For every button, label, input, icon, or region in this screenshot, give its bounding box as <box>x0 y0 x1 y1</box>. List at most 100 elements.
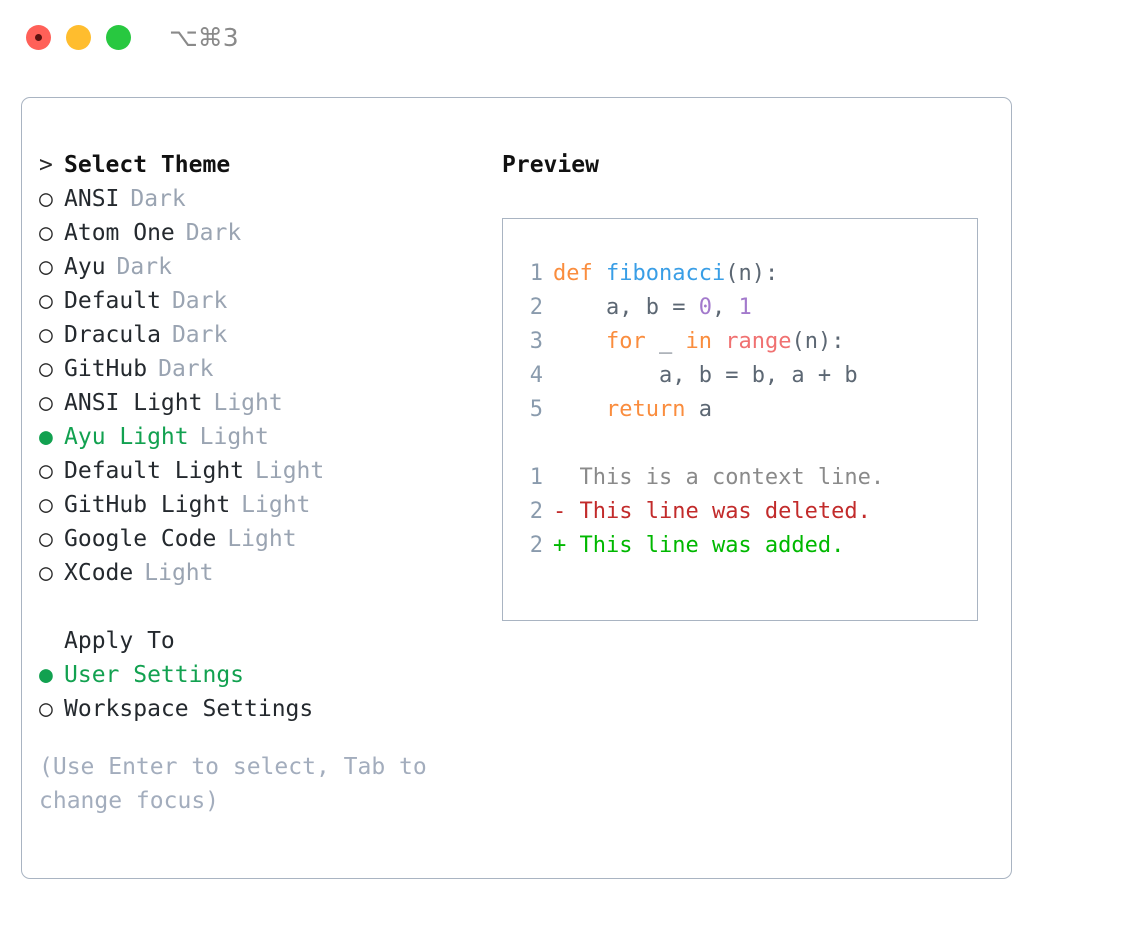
code-token: , <box>711 295 739 320</box>
theme-item-variant: Dark <box>130 186 186 212</box>
theme-item-default[interactable]: ○ Default Dark <box>39 284 469 318</box>
code-token: + <box>817 363 845 388</box>
code-token: def <box>553 261 593 286</box>
code-line-number: 2 <box>529 295 543 320</box>
radio-selected-icon: ● <box>39 662 53 688</box>
code-token: range <box>725 329 792 354</box>
radio-unselected-icon: ○ <box>39 322 53 348</box>
theme-item-ayu-light[interactable]: ● Ayu Light Light <box>39 420 469 454</box>
theme-item-label: Ayu <box>64 254 106 280</box>
radio-unselected-icon: ○ <box>39 186 53 212</box>
theme-item-label: Atom One <box>64 220 175 246</box>
cursor-arrow-icon: > <box>39 152 53 178</box>
zoom-button[interactable] <box>106 25 131 50</box>
radio-unselected-icon: ○ <box>39 288 53 314</box>
code-token: (n): <box>791 329 845 354</box>
diff-line-text: This is a context line. <box>553 461 884 495</box>
select-theme-heading-label: Select Theme <box>64 152 231 178</box>
apply-to-item-label: User Settings <box>64 662 245 688</box>
radio-unselected-icon: ○ <box>39 390 53 416</box>
code-token: 0 <box>698 295 712 320</box>
code-line-number: 5 <box>529 397 543 422</box>
diff-sign <box>553 465 566 490</box>
theme-item-ansi[interactable]: ○ ANSI Dark <box>39 182 469 216</box>
code-token <box>593 261 606 286</box>
theme-item-label: Ayu Light <box>64 424 189 450</box>
code-line: 1 def fibonacci(n): <box>517 257 977 291</box>
apply-to-item-user-settings[interactable]: ● User Settings <box>39 658 469 692</box>
radio-selected-icon: ● <box>39 424 53 450</box>
radio-unselected-icon: ○ <box>39 696 53 722</box>
diff-line-text: + This line was added. <box>553 529 844 563</box>
select-theme-heading: > Select Theme <box>39 148 469 182</box>
theme-item-label: ANSI <box>64 186 120 212</box>
diff-line-number: 2 <box>529 533 543 558</box>
code-token: = <box>725 363 752 388</box>
code-line: 4 a, b = b, a + b <box>517 359 977 393</box>
diff-sample: 1 This is a context line.2- This line wa… <box>517 461 977 563</box>
theme-item-xcode[interactable]: ○ XCode Light <box>39 556 469 590</box>
section-spacer <box>39 590 469 624</box>
preview-title: Preview <box>502 152 599 178</box>
code-line-text: for _ in range(n): <box>553 325 844 359</box>
theme-item-github[interactable]: ○ GitHub Dark <box>39 352 469 386</box>
theme-item-variant: Light <box>144 560 214 586</box>
code-line-text: def fibonacci(n): <box>553 257 778 291</box>
theme-item-variant: Dark <box>171 288 228 314</box>
theme-item-label: XCode <box>64 560 134 586</box>
theme-item-variant: Light <box>199 424 269 450</box>
code-diff-spacer <box>517 427 977 461</box>
radio-unselected-icon: ○ <box>39 220 53 246</box>
code-line-text: a, b = 0, 1 <box>553 291 752 325</box>
code-token: _ <box>645 329 686 354</box>
minimize-button[interactable] <box>66 25 91 50</box>
theme-item-label: Default <box>64 288 161 314</box>
keyboard-hint-text: (Use Enter to select, Tab to change focu… <box>39 754 427 814</box>
radio-unselected-icon: ○ <box>39 560 53 586</box>
theme-item-label: Default Light <box>64 458 245 484</box>
code-token <box>553 329 606 354</box>
keyboard-shortcut-label: ⌥⌘3 <box>169 23 239 52</box>
code-token: b <box>844 363 858 388</box>
theme-item-variant: Dark <box>185 220 242 246</box>
diff-line: 1 This is a context line. <box>517 461 977 495</box>
theme-item-variant: Light <box>255 458 325 484</box>
code-token: (n): <box>725 261 779 286</box>
radio-unselected-icon: ○ <box>39 458 53 484</box>
apply-to-item-label: Workspace Settings <box>64 696 314 722</box>
diff-sign: + <box>553 533 567 558</box>
code-token: = <box>672 295 699 320</box>
theme-item-label: GitHub <box>64 356 148 382</box>
code-token: fibonacci <box>606 261 726 286</box>
theme-item-default-light[interactable]: ○ Default Light Light <box>39 454 469 488</box>
code-token: a <box>685 397 712 422</box>
radio-unselected-icon: ○ <box>39 254 53 280</box>
theme-item-atom-one[interactable]: ○ Atom One Dark <box>39 216 469 250</box>
theme-item-variant: Dark <box>158 356 214 382</box>
diff-content: This line was added. <box>566 533 845 558</box>
theme-item-variant: Dark <box>171 322 228 348</box>
code-line-number: 4 <box>529 363 543 388</box>
code-line-number: 1 <box>529 261 543 286</box>
diff-content: This is a context line. <box>566 465 885 490</box>
apply-to-item-workspace-settings[interactable]: ○ Workspace Settings <box>39 692 469 726</box>
code-token: 1 <box>738 295 752 320</box>
code-token: a, b <box>553 295 673 320</box>
code-token: for <box>605 329 646 354</box>
close-button[interactable] <box>26 25 51 50</box>
code-token: a, b <box>553 363 726 388</box>
theme-item-label: ANSI Light <box>64 390 203 416</box>
radio-unselected-icon: ○ <box>39 356 53 382</box>
code-line-text: return a <box>553 393 712 427</box>
diff-line-number: 2 <box>529 499 543 524</box>
